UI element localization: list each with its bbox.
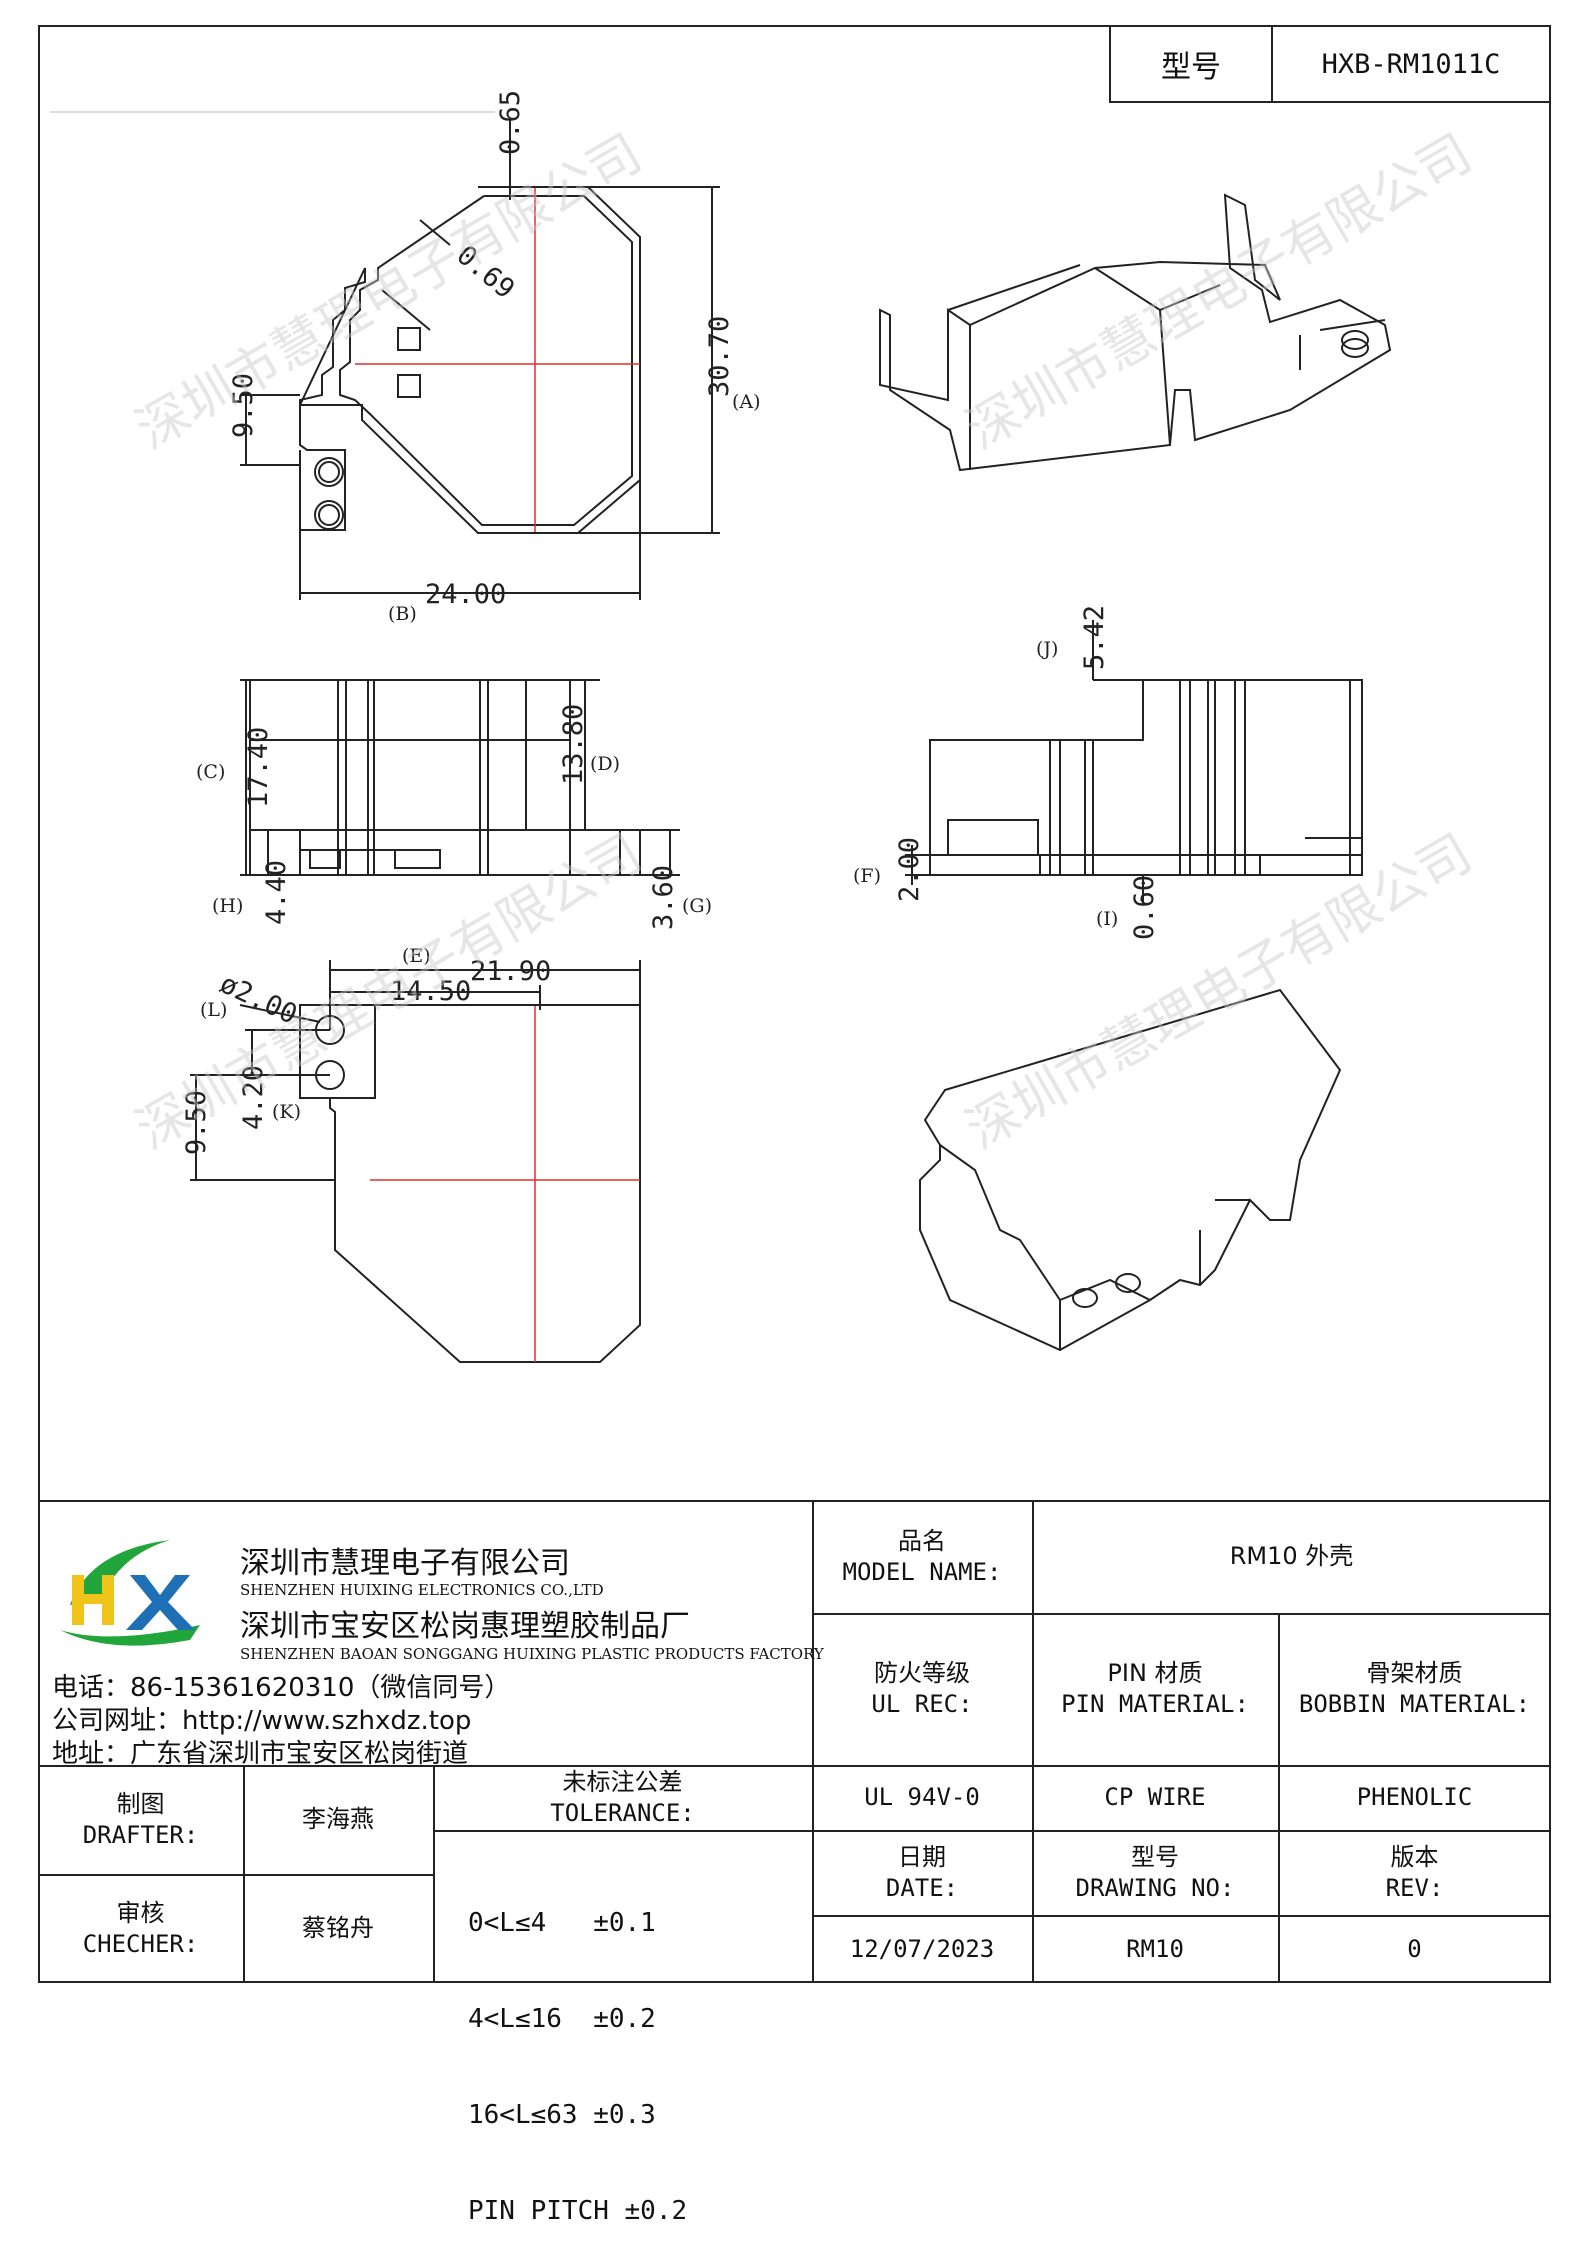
ul-rec-value: UL 94V-0 (864, 1783, 980, 1811)
dim-13-80: 13.80 (558, 704, 589, 785)
model-number-box: 型号 HXB-RM1011C (1109, 25, 1551, 103)
watermark-4: 深圳市慧理电子有限公司 (957, 823, 1482, 1161)
tolerance-line: 4<L≤16 ±0.2 (468, 2004, 656, 2034)
model-value: HXB-RM1011C (1321, 48, 1501, 80)
watermark-1: 深圳市慧理电子有限公司 (127, 123, 652, 461)
tag-b: (B) (388, 603, 417, 625)
watermark-3: 深圳市慧理电子有限公司 (127, 823, 652, 1161)
grid-h2 (38, 1765, 1551, 1767)
bottom-view-outline (299, 1004, 641, 1363)
tag-k: (K) (272, 1101, 301, 1123)
company-name-en: SHENZHEN HUIXING ELECTRONICS CO.,LTD (240, 1581, 604, 1599)
grid-v4 (433, 1765, 435, 1983)
dim-2-00: 2.00 (894, 837, 925, 902)
factory-name-cn: 深圳市宝安区松岗惠理塑胶制品厂 (240, 1609, 690, 1644)
iso-view-top (879, 193, 1392, 472)
tag-d: (D) (590, 753, 620, 775)
bobbin-material-value: PHENOLIC (1356, 1783, 1473, 1811)
grid-h3 (812, 1830, 1551, 1832)
dim-0-60: 0.60 (1129, 875, 1160, 940)
company-phone: 电话：86-15361620310（微信同号） (52, 1673, 511, 1703)
tag-l: (L) (200, 999, 227, 1021)
dim-3-60: 3.60 (648, 865, 679, 930)
title-block-divider (812, 1500, 814, 1983)
title-block-top-rule (38, 1500, 1551, 1502)
technical-drawing: 0.65 0.69 30.70 (A) 9.50 24.00 (B) 17.40… (50, 90, 1482, 1363)
dim-9-50-bottom: 9.50 (181, 1090, 212, 1155)
dim-0-65: 0.65 (495, 90, 526, 155)
rev-value: 0 (1407, 1934, 1422, 1963)
dim-21-90: 21.90 (470, 956, 551, 987)
drawing-no-value: RM10 (1126, 1934, 1184, 1963)
grid-h5 (38, 1874, 433, 1876)
dim-30-70: 30.70 (704, 316, 735, 397)
dim-5-42: 5.42 (1079, 605, 1110, 670)
tag-i: (I) (1096, 908, 1118, 930)
dim-24-00: 24.00 (425, 579, 506, 610)
model-name-value: RM10 外壳 (1229, 1542, 1354, 1570)
iso-view-bottom (919, 988, 1342, 1352)
hx-logo-icon (60, 1540, 200, 1646)
dim-17-40: 17.40 (243, 727, 274, 808)
tolerance-line: 0<L≤4 ±0.1 (468, 1908, 656, 1938)
pin-material-value: CP WIRE (1104, 1783, 1206, 1811)
grid-h1 (812, 1613, 1551, 1615)
model-label: 型号 (1111, 27, 1273, 101)
tag-c: (C) (196, 761, 225, 783)
side-view-outline (929, 679, 1363, 876)
grid-h4 (812, 1915, 1551, 1917)
dim-4-40: 4.40 (261, 860, 292, 925)
tag-e: (E) (402, 945, 431, 967)
factory-name-en: SHENZHEN BAOAN SONGGANG HUIXING PLASTIC … (240, 1645, 824, 1663)
tag-g: (G) (682, 895, 712, 917)
tag-f: (F) (853, 865, 881, 887)
tolerance-line: PIN PITCH ±0.2 (468, 2196, 688, 2226)
checker-value: 蔡铭舟 (302, 1914, 374, 1942)
dim-14-50: 14.50 (390, 976, 471, 1007)
tolerance-line: 16<L≤63 ±0.3 (468, 2100, 656, 2130)
grid-v1 (1032, 1500, 1034, 1983)
grid-v2 (1278, 1613, 1280, 1983)
front-view-outline (249, 679, 571, 876)
company-website[interactable]: 公司网址：http://www.szhxdz.top (52, 1706, 472, 1736)
tag-a: (A) (732, 391, 761, 413)
dim-9-50-top: 9.50 (228, 373, 259, 438)
tolerance-list: 0<L≤4 ±0.1 4<L≤16 ±0.2 16<L≤63 ±0.3 PIN … (468, 1843, 687, 2259)
company-name-cn: 深圳市慧理电子有限公司 (240, 1546, 570, 1581)
drawing-sheet-border (38, 25, 1551, 1983)
dim-4-20: 4.20 (238, 1065, 269, 1130)
drafter-value: 李海燕 (302, 1805, 374, 1833)
tag-h: (H) (212, 895, 243, 917)
tag-j: (J) (1036, 638, 1058, 660)
watermark-2: 深圳市慧理电子有限公司 (957, 123, 1482, 461)
top-view-outline (299, 186, 641, 534)
company-address: 地址：广东省深圳市宝安区松岗街道 (52, 1739, 469, 1769)
grid-h6 (433, 1830, 812, 1832)
date-value: 12/07/2023 (849, 1934, 995, 1963)
